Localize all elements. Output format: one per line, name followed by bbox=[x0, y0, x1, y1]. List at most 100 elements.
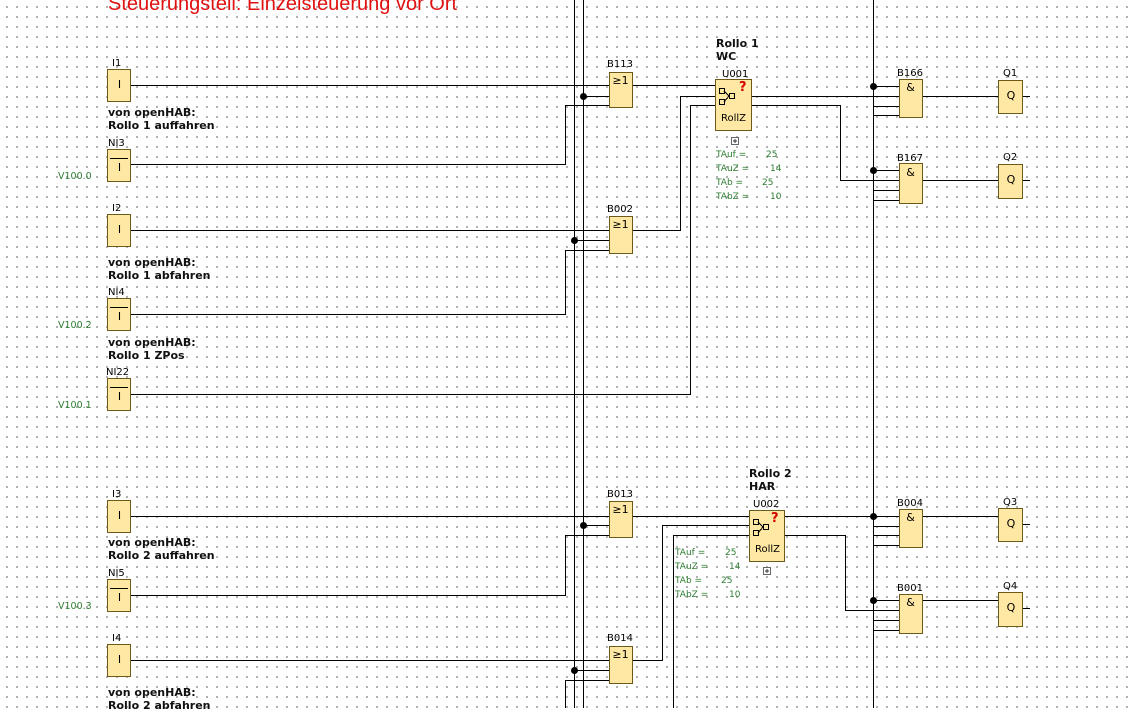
or-name-B013: B013 bbox=[607, 489, 633, 500]
and-block-B001[interactable] bbox=[899, 594, 923, 634]
roll-label-U002: RollZ bbox=[755, 544, 781, 555]
output-block-Q2[interactable] bbox=[998, 164, 1023, 199]
roll-header2-U001: WC bbox=[716, 50, 737, 63]
or-symbol-B014: ≥1 bbox=[612, 648, 629, 661]
input-name-I2: I2 bbox=[112, 203, 122, 214]
input-symbol-I2: I bbox=[117, 223, 122, 236]
input-blocks bbox=[107, 69, 131, 677]
comment-3-line1: von openHAB: bbox=[108, 336, 196, 349]
comment-3: von openHAB: Rollo 1 ZPos bbox=[108, 336, 196, 362]
or-symbol-B113: ≥1 bbox=[612, 74, 629, 87]
roll-header2-U002: HAR bbox=[749, 480, 776, 493]
input-symbol-I1: I bbox=[117, 78, 122, 91]
roll-param-key-U001-2: TAuZ = bbox=[716, 164, 750, 174]
input-vlabel-NI22: V100.1 bbox=[58, 400, 92, 411]
input-wires bbox=[131, 85, 719, 708]
roll-icon-u002 bbox=[753, 519, 769, 536]
output-blocks bbox=[998, 80, 1023, 627]
or-name-B014: B014 bbox=[607, 633, 633, 644]
or-block-B113[interactable] bbox=[609, 72, 633, 108]
roll-param-key-U002-1: TAuf = bbox=[675, 548, 706, 558]
comment-1-line1: von openHAB: bbox=[108, 106, 196, 119]
roll-name-U001: U001 bbox=[722, 69, 749, 80]
input-symbol-I4: I bbox=[117, 653, 122, 666]
or-block-B002[interactable] bbox=[609, 216, 633, 254]
roll-icon-u001 bbox=[719, 88, 735, 105]
comment-4: von openHAB: Rollo 2 auffahren bbox=[108, 536, 215, 562]
and-symbol-B166: & bbox=[906, 81, 915, 94]
roll-param-key-U002-2: TAuZ = bbox=[675, 562, 709, 572]
junction-dots bbox=[571, 83, 877, 674]
roll-header1-U001: Rollo 1 bbox=[716, 37, 759, 50]
input-block-NI4[interactable] bbox=[107, 298, 131, 331]
input-name-NI5: NI5 bbox=[108, 568, 125, 579]
or-block-B014[interactable] bbox=[609, 646, 633, 684]
input-name-I4: I4 bbox=[112, 633, 122, 644]
roll-header1-U002: Rollo 2 bbox=[749, 467, 792, 480]
output-symbol-Q1: Q bbox=[1006, 89, 1016, 102]
or-output-wires bbox=[633, 85, 751, 708]
comment-3-line2: Rollo 1 ZPos bbox=[108, 349, 185, 362]
roll-header-U002: Rollo 2 HAR bbox=[749, 467, 792, 493]
and-block-B004[interactable] bbox=[899, 509, 923, 548]
or-name-B002: B002 bbox=[607, 204, 633, 215]
comment-4-line1: von openHAB: bbox=[108, 536, 196, 549]
roll-param-key-U001-3: TAb = bbox=[716, 178, 744, 188]
and-block-B167[interactable] bbox=[899, 163, 923, 204]
input-block-NI5[interactable] bbox=[107, 579, 131, 612]
output-block-Q1[interactable] bbox=[998, 80, 1023, 114]
and-name-B167: B167 bbox=[897, 153, 923, 164]
roll-param-val-U001-1: 25 bbox=[766, 150, 778, 160]
input-name-I1: I1 bbox=[112, 58, 122, 69]
roll-param-val-U002-4: 10 bbox=[729, 590, 741, 600]
or-block-B013[interactable] bbox=[609, 501, 633, 538]
output-symbol-Q3: Q bbox=[1006, 517, 1016, 530]
roll-param-val-U001-2: 14 bbox=[770, 164, 782, 174]
and-blocks bbox=[899, 79, 923, 634]
input-block-I4[interactable] bbox=[107, 644, 131, 677]
roll-param-val-U002-2: 14 bbox=[729, 562, 741, 572]
comment-1-line2: Rollo 1 auffahren bbox=[108, 119, 215, 132]
comment-1: von openHAB: Rollo 1 auffahren bbox=[108, 106, 215, 132]
comment-2-line1: von openHAB: bbox=[108, 256, 196, 269]
output-symbol-Q4: Q bbox=[1006, 601, 1016, 614]
output-name-Q2: Q2 bbox=[1003, 152, 1018, 163]
roll-param-key-U001-1: TAuf = bbox=[716, 150, 747, 160]
output-block-Q4[interactable] bbox=[998, 592, 1023, 627]
input-name-NI22: NI22 bbox=[106, 367, 130, 378]
roll-param-key-U002-3: TAb = bbox=[675, 576, 703, 586]
roll-param-val-U002-3: 25 bbox=[721, 576, 733, 586]
comment-5-line1: von openHAB: bbox=[108, 686, 196, 699]
output-wires bbox=[923, 96, 1030, 609]
input-symbol-NI3: I bbox=[117, 161, 122, 174]
roll-header-U001: Rollo 1 WC bbox=[716, 37, 759, 63]
output-block-Q3[interactable] bbox=[998, 508, 1023, 542]
roll-label-U001: RollZ bbox=[721, 113, 747, 124]
roll-qmark-U002: ? bbox=[771, 511, 779, 526]
output-name-Q3: Q3 bbox=[1003, 497, 1018, 508]
roll-param-val-U001-4: 10 bbox=[770, 192, 782, 202]
roll-qmark-U001: ? bbox=[739, 80, 747, 95]
input-symbol-I3: I bbox=[117, 509, 122, 522]
output-symbol-Q2: Q bbox=[1006, 173, 1016, 186]
bus-lines bbox=[574, 0, 874, 708]
input-name-NI3: NI3 bbox=[108, 138, 125, 149]
roll-param-val-U002-1: 25 bbox=[725, 548, 737, 558]
input-block-I2[interactable] bbox=[107, 214, 131, 247]
input-block-NI22[interactable] bbox=[107, 378, 131, 411]
input-block-I3[interactable] bbox=[107, 500, 131, 533]
and-name-B004: B004 bbox=[897, 498, 923, 509]
comment-5-line2: Rollo 2 abfahren bbox=[108, 699, 211, 712]
and-symbol-B004: & bbox=[906, 511, 915, 524]
input-name-NI4: NI4 bbox=[108, 287, 125, 298]
and-block-B166[interactable] bbox=[899, 79, 923, 118]
or-symbol-B013: ≥1 bbox=[612, 503, 629, 516]
comment-2-line2: Rollo 1 abfahren bbox=[108, 269, 211, 282]
input-block-I1[interactable] bbox=[107, 69, 131, 102]
and-symbol-B001: & bbox=[906, 596, 915, 609]
comment-2: von openHAB: Rollo 1 abfahren bbox=[108, 256, 211, 282]
roll-name-U002: U002 bbox=[753, 499, 780, 510]
input-block-NI3[interactable] bbox=[107, 149, 131, 182]
input-name-I3: I3 bbox=[112, 489, 122, 500]
